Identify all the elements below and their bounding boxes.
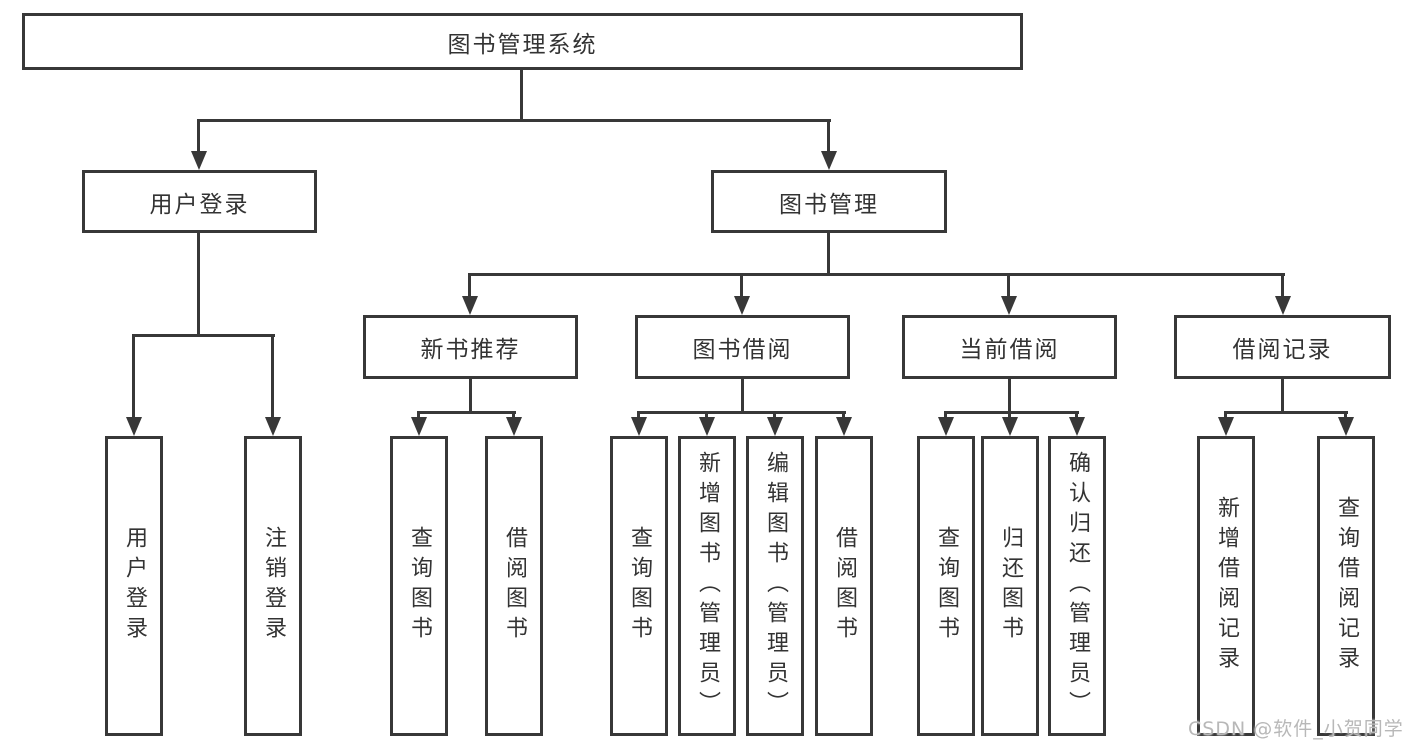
connector-stub-leaf (944, 411, 947, 419)
leaf-return-books-label: 归还图书 (998, 526, 1023, 646)
leaf-confirm-return-admin: 确认归还（管理员） (1048, 436, 1106, 736)
arrowhead-current-borrowing (1001, 296, 1017, 315)
connector-drop-current-borrowing (1007, 273, 1010, 298)
connector-stub-leaf (512, 411, 515, 419)
connector-stub-leaf (1224, 411, 1227, 419)
connector-user-login-stem (197, 233, 200, 337)
connector-stub-leaf (1008, 411, 1011, 419)
connector-book-borrowing-rail (637, 411, 846, 414)
connector-drop-leaf-user-login (132, 334, 135, 418)
node-current-borrowing: 当前借阅 (902, 315, 1117, 379)
connector-level3-rail (468, 273, 1285, 276)
leaf-edit-books-admin: 编辑图书（管理员） (746, 436, 804, 736)
arrowhead-borrowing-records (1275, 296, 1291, 315)
connector-stub-leaf (637, 411, 640, 419)
connector-stub-leaf (705, 411, 708, 419)
node-new-book-recommend-label: 新书推荐 (420, 337, 521, 363)
connector-stub-leaf (773, 411, 776, 419)
connector-borrowing-records-stem (1281, 379, 1284, 414)
arrowhead-leaf-user-login (126, 417, 142, 436)
arrowhead-leaf-add-books-admin (699, 417, 715, 436)
leaf-add-borrow-record-label: 新增借阅记录 (1214, 496, 1239, 676)
node-borrowing-records-label: 借阅记录 (1232, 337, 1333, 363)
connector-root-stem (520, 69, 523, 121)
leaf-edit-books-admin-label: 编辑图书（管理员） (763, 451, 788, 721)
leaf-query-borrow-record: 查询借阅记录 (1317, 436, 1375, 736)
arrowhead-leaf-query-books-borrowing (631, 417, 647, 436)
connector-drop-book-management (827, 119, 830, 152)
connector-borrowing-records-rail (1224, 411, 1348, 414)
leaf-logout: 注销登录 (244, 436, 302, 736)
leaf-borrow-books-label: 借阅图书 (832, 526, 857, 646)
connector-stub-leaf (417, 411, 420, 419)
connector-stub-leaf (1344, 411, 1347, 419)
connector-current-borrowing-stem (1008, 379, 1011, 414)
connector-root-rail (197, 119, 831, 122)
arrowhead-leaf-query-borrow-record (1338, 417, 1354, 436)
connector-stub-leaf (1075, 411, 1078, 419)
node-user-login: 用户登录 (82, 170, 317, 233)
connector-stub-leaf (842, 411, 845, 419)
arrowhead-leaf-add-borrow-record (1218, 417, 1234, 436)
connector-new-book-recommend-stem (469, 379, 472, 414)
connector-drop-borrowing-records (1281, 273, 1284, 298)
leaf-borrow-books-recommend-label: 借阅图书 (502, 526, 527, 646)
arrowhead-user-login (191, 151, 207, 170)
leaf-query-books-current-label: 查询图书 (934, 526, 959, 646)
node-user-login-label: 用户登录 (149, 191, 250, 218)
connector-drop-user-login (197, 119, 200, 152)
node-library-system: 图书管理系统 (22, 13, 1023, 70)
connector-book-borrowing-stem (741, 379, 744, 414)
arrowhead-book-borrowing (734, 296, 750, 315)
node-book-borrowing: 图书借阅 (635, 315, 850, 379)
leaf-add-books-admin: 新增图书（管理员） (678, 436, 736, 736)
connector-book-management-stem (827, 233, 830, 276)
connector-user-login-rail (132, 334, 275, 337)
arrowhead-book-management (821, 151, 837, 170)
leaf-query-books-borrowing: 查询图书 (610, 436, 668, 736)
arrowhead-leaf-return-books (1002, 417, 1018, 436)
connector-drop-new-book-recommend (468, 273, 471, 298)
arrowhead-leaf-query-books-current (938, 417, 954, 436)
leaf-logout-label: 注销登录 (261, 526, 286, 646)
leaf-query-books-borrowing-label: 查询图书 (627, 526, 652, 646)
leaf-query-books-recommend-label: 查询图书 (407, 526, 432, 646)
arrowhead-leaf-logout (265, 417, 281, 436)
arrowhead-leaf-query-books-recommend (411, 417, 427, 436)
node-library-system-label: 图书管理系统 (447, 31, 598, 58)
arrowhead-new-book-recommend (462, 296, 478, 315)
node-book-borrowing-label: 图书借阅 (692, 337, 793, 363)
leaf-add-books-admin-label: 新增图书（管理员） (695, 451, 720, 721)
connector-drop-leaf-logout (271, 334, 274, 418)
connector-new-book-recommend-rail (417, 411, 516, 414)
leaf-query-borrow-record-label: 查询借阅记录 (1334, 496, 1359, 676)
connector-current-borrowing-rail (944, 411, 1079, 414)
node-new-book-recommend: 新书推荐 (363, 315, 578, 379)
leaf-add-borrow-record: 新增借阅记录 (1197, 436, 1255, 736)
arrowhead-leaf-borrow-books-recommend (506, 417, 522, 436)
leaf-user-login-label: 用户登录 (122, 526, 147, 646)
leaf-return-books: 归还图书 (981, 436, 1039, 736)
leaf-borrow-books-recommend: 借阅图书 (485, 436, 543, 736)
leaf-query-books-current: 查询图书 (917, 436, 975, 736)
node-book-management-label: 图书管理 (779, 191, 879, 218)
connector-drop-book-borrowing (740, 273, 743, 298)
arrowhead-leaf-borrow-books (836, 417, 852, 436)
node-borrowing-records: 借阅记录 (1174, 315, 1391, 379)
node-current-borrowing-label: 当前借阅 (959, 337, 1060, 363)
leaf-user-login: 用户登录 (105, 436, 163, 736)
leaf-confirm-return-admin-label: 确认归还（管理员） (1065, 451, 1090, 721)
csdn-watermark: CSDN @软件_小贺同学 (1188, 718, 1404, 740)
leaf-query-books-recommend: 查询图书 (390, 436, 448, 736)
node-book-management: 图书管理 (711, 170, 947, 233)
arrowhead-leaf-edit-books-admin (767, 417, 783, 436)
arrowhead-leaf-confirm-return-admin (1069, 417, 1085, 436)
leaf-borrow-books: 借阅图书 (815, 436, 873, 736)
